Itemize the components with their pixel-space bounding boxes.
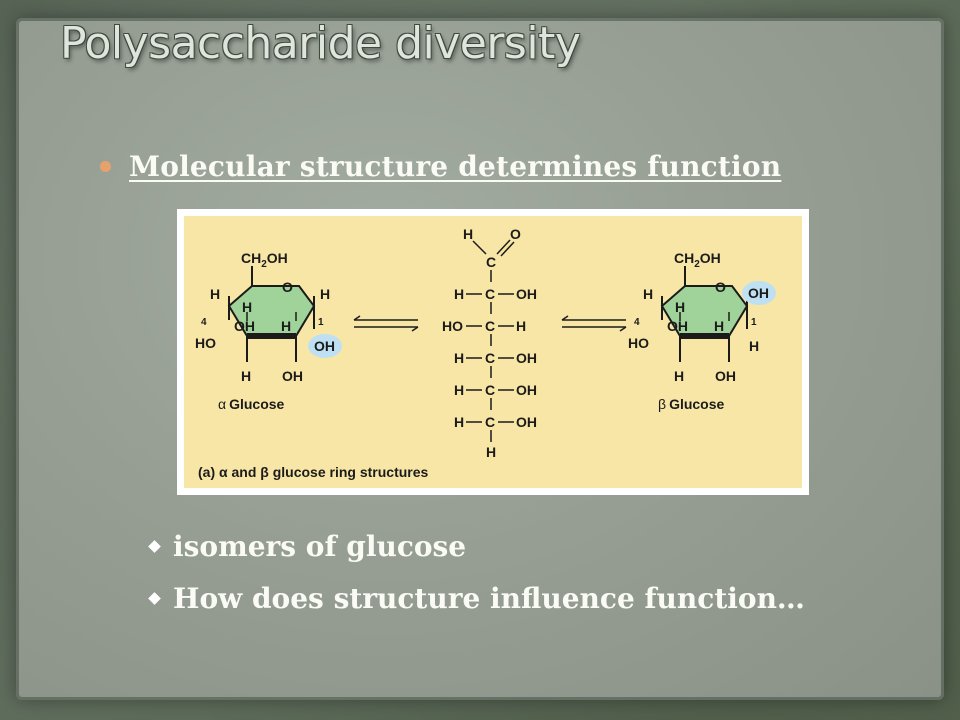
main-bullet: Molecular structure determines function xyxy=(100,150,781,183)
beta-h-c1: H xyxy=(749,338,759,354)
equilibrium-arrow-right xyxy=(561,315,627,332)
svg-text:H: H xyxy=(454,286,464,302)
svg-text:H: H xyxy=(454,350,464,366)
svg-text:H: H xyxy=(454,414,464,430)
diamond-bullet-icon xyxy=(148,591,161,605)
beta-ho-c4: HO xyxy=(628,335,649,351)
alpha-oh-c4: OH xyxy=(234,318,255,334)
beta-h-c5: H xyxy=(643,286,653,302)
beta-carbon-4: 4 xyxy=(634,317,640,328)
figure-background xyxy=(184,216,802,488)
diamond-bullet-icon xyxy=(148,539,161,553)
alpha-carbon-1: 1 xyxy=(318,317,324,328)
sub-bullet-item: How does structure influence function… xyxy=(148,572,805,624)
svg-text:H: H xyxy=(454,382,464,398)
svg-text:C: C xyxy=(485,318,495,334)
slide-title: Polysaccharide diversity xyxy=(60,18,581,69)
beta-h-c3: H xyxy=(674,368,684,384)
sub-bullet-text: How does structure influence function… xyxy=(173,581,805,615)
svg-text:OH: OH xyxy=(516,350,537,366)
alpha-oh-c2: OH xyxy=(282,368,303,384)
linear-row-3: HO C H xyxy=(442,302,526,334)
figure-caption: (a) α and β glucose ring structures xyxy=(198,464,429,480)
alpha-ch2oh-label: CH2OH xyxy=(241,250,288,270)
beta-h-c4-inner: H xyxy=(675,299,685,315)
alpha-h-c1: H xyxy=(320,286,330,302)
beta-oh-c2: OH xyxy=(715,368,736,384)
linear-carbon-1: C xyxy=(486,254,496,270)
svg-text:OH: OH xyxy=(516,286,537,302)
beta-carbon-1: 1 xyxy=(751,317,757,328)
beta-h-c3-inner: H xyxy=(714,318,724,334)
linear-row-2: H C OH xyxy=(454,270,537,302)
alpha-ring-oxygen: O xyxy=(282,279,293,295)
linear-o-top: O xyxy=(510,226,521,242)
svg-text:C: C xyxy=(485,286,495,302)
svg-text:C: C xyxy=(485,382,495,398)
beta-oh-c4: OH xyxy=(667,318,688,334)
sub-bullet-list: isomers of glucose How does structure in… xyxy=(148,520,805,624)
alpha-h-c3: H xyxy=(241,368,251,384)
svg-text:H: H xyxy=(516,318,526,334)
alpha-oh-c1: OH xyxy=(314,338,335,354)
linear-row-6: H C OH xyxy=(454,398,537,430)
linear-glucose: H O C H C OH HO C H xyxy=(442,226,537,460)
sub-bullet-item: isomers of glucose xyxy=(148,520,805,572)
svg-text:HO: HO xyxy=(442,318,463,334)
svg-text:OH: OH xyxy=(516,414,537,430)
alpha-h-c3-inner: H xyxy=(281,318,291,334)
beta-ring-oxygen: O xyxy=(715,279,726,295)
alpha-carbon-4: 4 xyxy=(201,317,207,328)
beta-oh-highlight xyxy=(742,281,776,305)
sub-bullet-text: isomers of glucose xyxy=(173,529,467,563)
equilibrium-arrow-left xyxy=(353,315,419,332)
beta-ch2oh-label: CH2OH xyxy=(674,250,721,270)
alpha-h-c4-inner: H xyxy=(242,299,252,315)
alpha-ho-c4: HO xyxy=(195,335,216,351)
linear-h-bottom: H xyxy=(486,444,496,460)
linear-row-4: H C OH xyxy=(454,334,537,366)
alpha-oh-highlight xyxy=(308,334,342,358)
bullet-dot-icon xyxy=(100,161,111,172)
svg-text:OH: OH xyxy=(516,382,537,398)
main-bullet-text: Molecular structure determines function xyxy=(129,150,782,183)
linear-h-top: H xyxy=(463,226,473,242)
svg-text:C: C xyxy=(485,414,495,430)
svg-text:C: C xyxy=(485,350,495,366)
linear-row-5: H C OH xyxy=(454,366,537,398)
beta-oh-c1: OH xyxy=(748,285,769,301)
alpha-h-c5: H xyxy=(210,286,220,302)
